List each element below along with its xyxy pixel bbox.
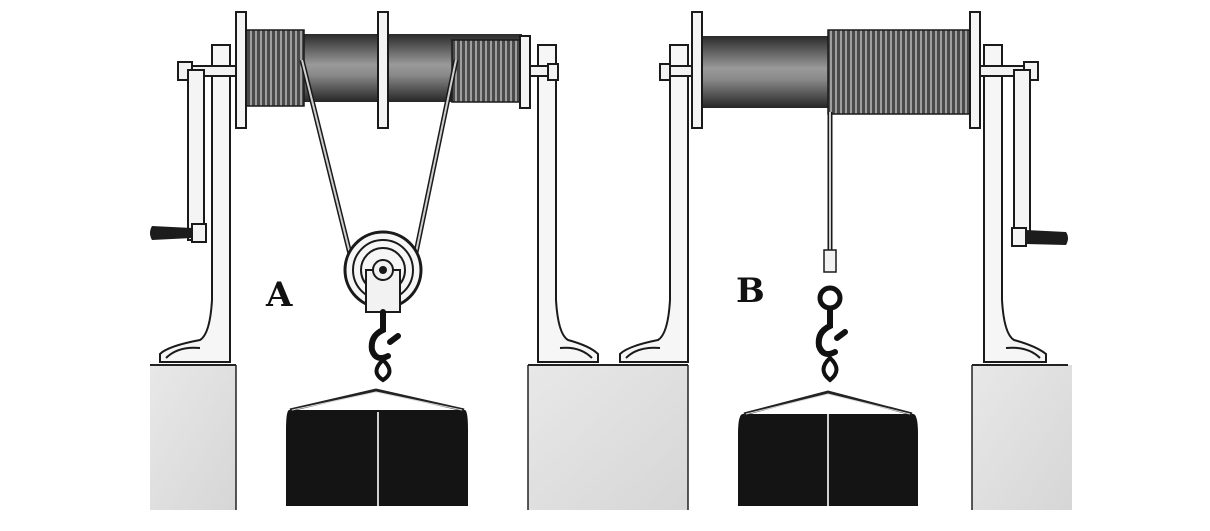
weight-b [738,390,918,506]
crank-handle-a [150,69,207,243]
winch-drum-a [235,11,531,129]
left-upright-b [619,44,689,363]
diagram-label-b: B [736,271,765,311]
right-support-block-b [972,365,1072,510]
weight-a [286,388,468,506]
diagram-b: B [619,11,1072,510]
crank-handle-b [1011,69,1068,247]
right-support-block-a [528,365,688,510]
hook-a [368,309,401,383]
hook-b [815,285,848,383]
winch-drum-b [691,11,981,129]
pulley-wheel-a [343,230,423,313]
right-upright-b [983,44,1047,363]
left-upright-a [159,44,231,363]
left-support-block-a [150,365,236,510]
diagram-a: A [150,11,689,510]
diagram-label-a: A [265,275,293,315]
right-upright-a [537,44,599,363]
